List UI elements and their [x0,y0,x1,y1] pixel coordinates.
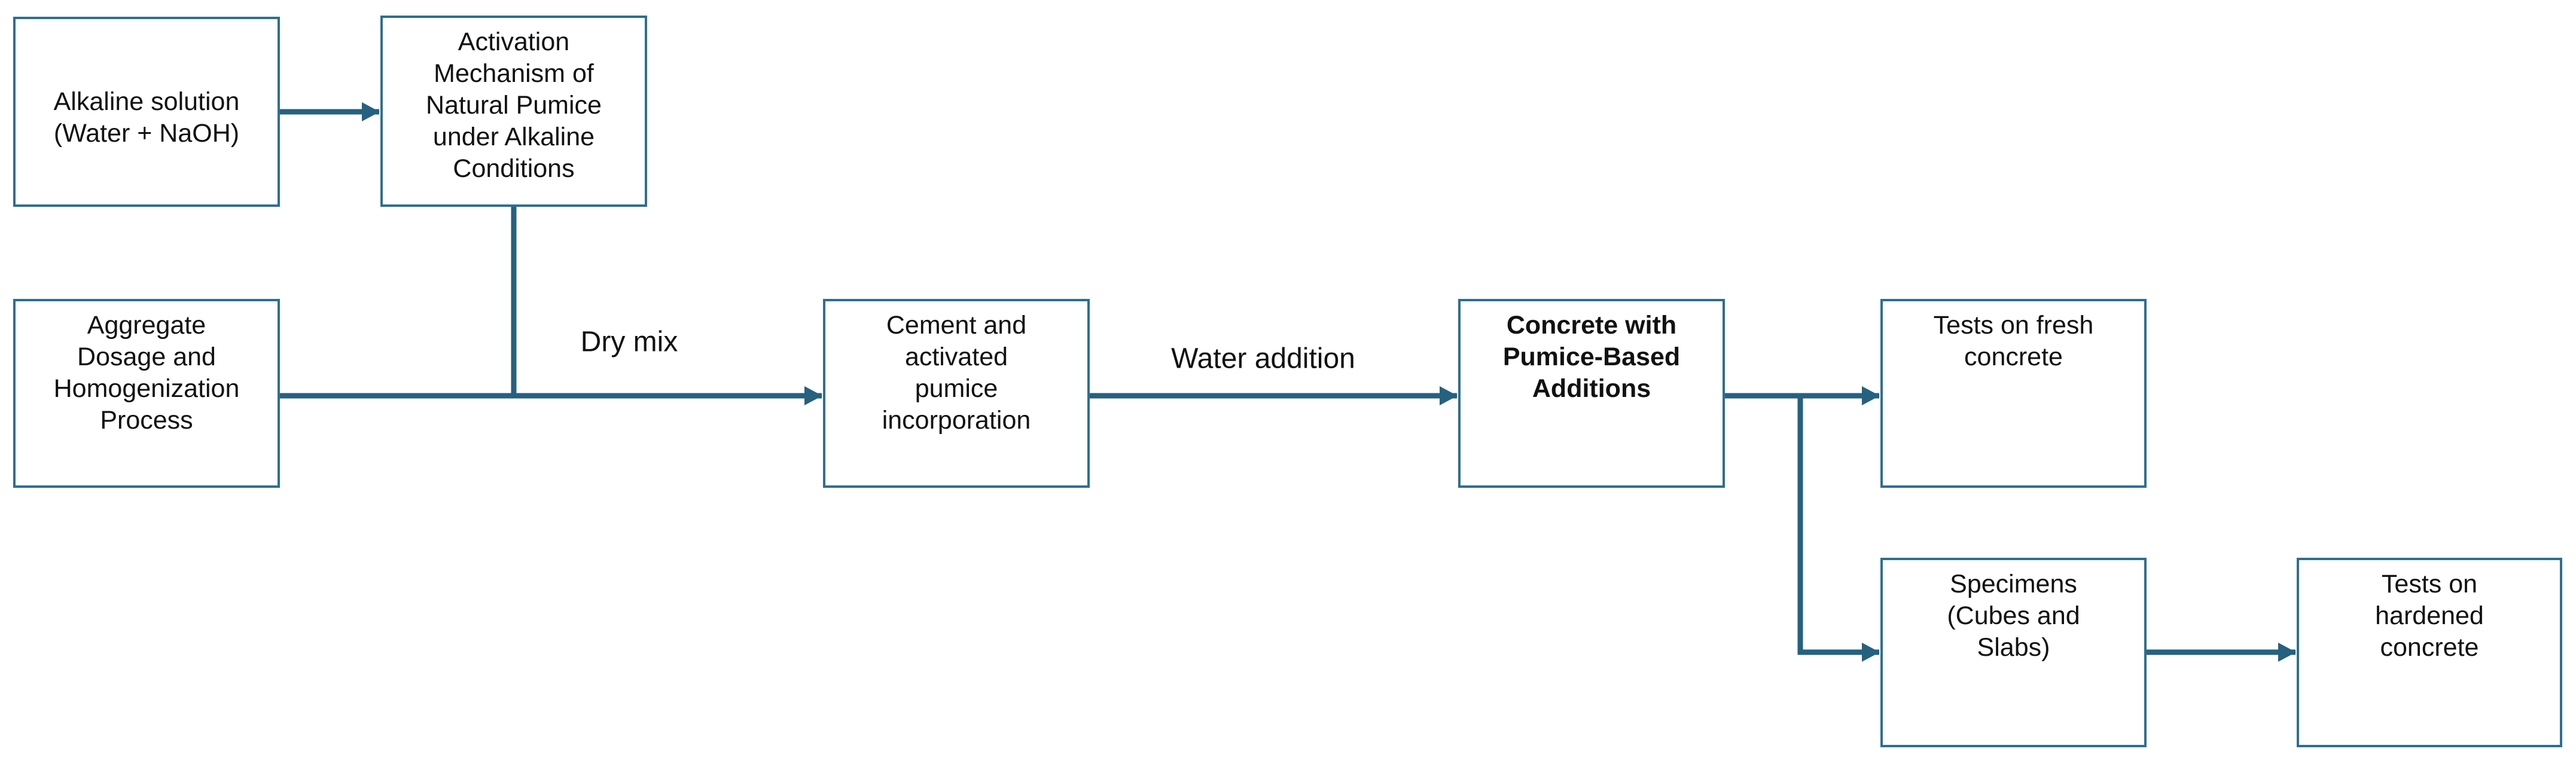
node-alkaline-solution: Alkaline solution (Water + NaOH) [13,17,280,207]
edge-label-dry-mix: Dry mix [580,326,678,358]
node-activation-mechanism: Activation Mechanism of Natural Pumice u… [380,16,647,207]
node-tests-fresh-concrete: Tests on fresh concrete [1880,299,2147,488]
node-cement-incorporation: Cement and activated pumice incorporatio… [823,299,1090,488]
node-tests-hardened-concrete: Tests on hardened concrete [2297,558,2562,747]
node-concrete-pumice-based: Concrete with Pumice-Based Additions [1458,299,1725,488]
edge-label-water-addition: Water addition [1171,343,1355,375]
node-aggregate-dosage: Aggregate Dosage and Homogenization Proc… [13,299,280,488]
node-specimens-cubes-slabs: Specimens (Cubes and Slabs) [1880,558,2147,747]
arrow-concrete-to-specimens [1797,393,1880,662]
